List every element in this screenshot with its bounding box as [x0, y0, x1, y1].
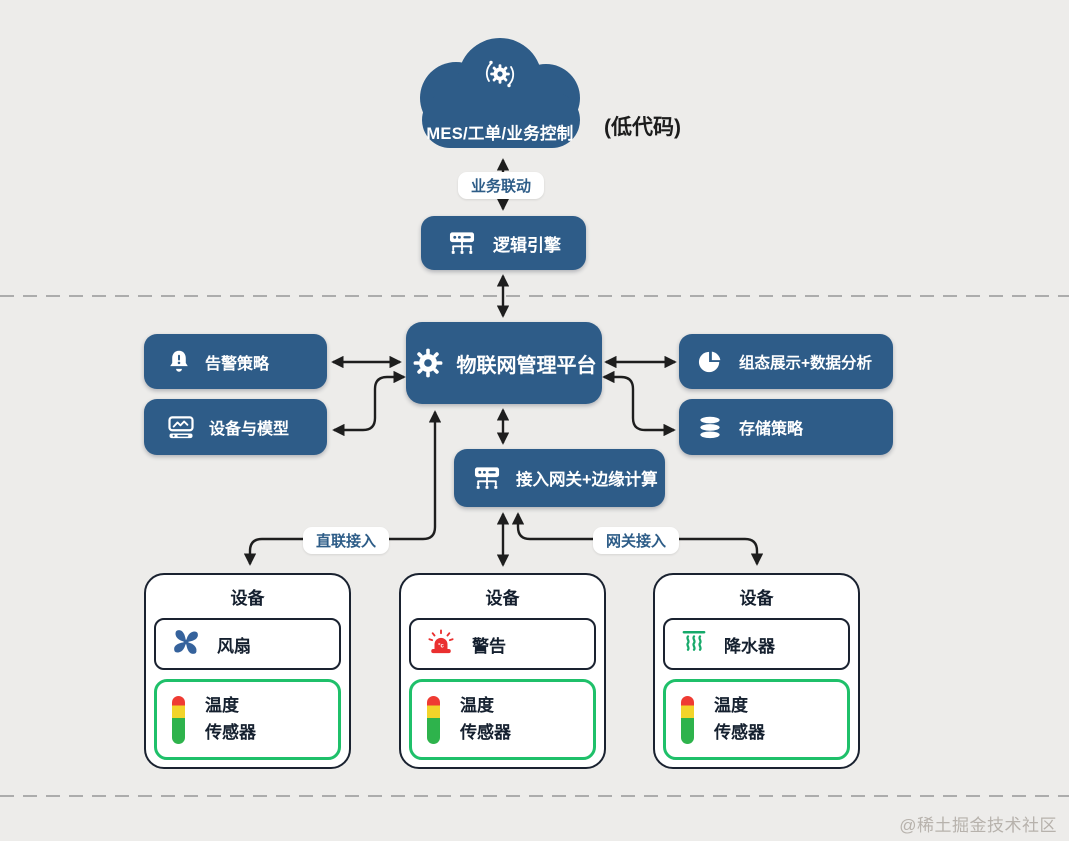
sensor-box: 温度 传感器	[154, 679, 341, 760]
pie-chart-icon	[698, 350, 722, 374]
component-label: 降水器	[724, 636, 775, 656]
scada-analysis-label: 组态展示+数据分析	[739, 354, 873, 372]
sensor-line2: 传感器	[205, 722, 256, 742]
watermark: @稀土掘金技术社区	[899, 816, 1057, 835]
device-title: 设备	[485, 589, 520, 608]
thermometer-icon	[172, 695, 185, 744]
storage-policy-label: 存储策略	[739, 421, 804, 438]
storage-policy-node: 存储策略	[679, 399, 893, 455]
logic-engine-node: 逻辑引擎	[421, 216, 586, 270]
sensor-line1: 温度	[460, 696, 494, 716]
bell-icon	[168, 349, 190, 374]
device-title: 设备	[230, 589, 265, 608]
device-card-fan: 设备 风扇 温度 传感器	[144, 573, 351, 769]
direct-access-pill: 直联接入	[303, 527, 390, 554]
alarm-policy-label: 告警策略	[205, 355, 270, 373]
database-icon	[698, 416, 722, 439]
device-model-icon	[168, 415, 194, 439]
automation-gear-icon	[485, 60, 515, 88]
device-model-label: 设备与模型	[209, 421, 290, 438]
sensor-label: 温度 传感器	[714, 693, 765, 746]
component-box: 降水器	[663, 618, 850, 670]
platform-node: 物联网管理平台	[406, 322, 602, 404]
sensor-box: 温度 传感器	[663, 679, 850, 760]
gateway-access-pill: 网关接入	[593, 527, 680, 554]
sensor-line2: 传感器	[460, 722, 511, 742]
gateway-edge-label: 接入网关+边缘计算	[516, 471, 658, 489]
sensor-label: 温度 传感器	[205, 693, 256, 746]
component-label: 警告	[472, 636, 506, 656]
alarm-policy-node: 告警策略	[144, 334, 327, 389]
hub-icon	[472, 466, 502, 491]
logic-engine-label: 逻辑引擎	[493, 235, 561, 255]
hub-icon	[447, 231, 477, 256]
thermometer-icon	[427, 695, 440, 744]
fan-icon	[171, 627, 201, 662]
sensor-box: 温度 传感器	[409, 679, 596, 760]
arrow-platform-devmodel	[332, 370, 406, 437]
steam-icon	[680, 629, 708, 659]
cloud-node: MES/工单/业务控制	[398, 34, 602, 154]
gateway-edge-node: 接入网关+边缘计算	[454, 449, 665, 507]
gear-icon	[412, 347, 444, 379]
scada-analysis-node: 组态展示+数据分析	[679, 334, 893, 389]
component-box: 风扇	[154, 618, 341, 670]
siren-icon: °c	[426, 628, 456, 660]
sensor-line1: 温度	[205, 696, 239, 716]
sensor-line2: 传感器	[714, 722, 765, 742]
device-card-alarm: 设备 °c 警告	[399, 573, 606, 769]
component-label: 风扇	[217, 636, 251, 656]
arrow-platform-storage	[602, 370, 676, 437]
sensor-label: 温度 传感器	[460, 693, 511, 746]
device-title: 设备	[739, 589, 774, 608]
low-code-note: (低代码)	[604, 116, 681, 139]
siren-icon-text: °c	[438, 643, 444, 649]
device-card-sprinkler: 设备 降水器 温度 传感器	[653, 573, 860, 769]
thermometer-icon	[681, 695, 694, 744]
business-link-pill: 业务联动	[458, 172, 545, 199]
device-model-node: 设备与模型	[144, 399, 327, 455]
sensor-line1: 温度	[714, 696, 748, 716]
platform-label: 物联网管理平台	[456, 354, 597, 377]
cloud-label: MES/工单/业务控制	[426, 125, 574, 143]
component-box: °c 警告	[409, 618, 596, 670]
